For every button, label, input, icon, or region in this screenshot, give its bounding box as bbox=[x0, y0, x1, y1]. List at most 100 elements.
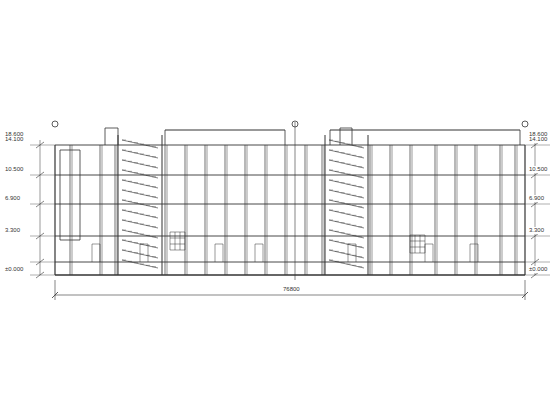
line bbox=[122, 190, 158, 198]
line bbox=[352, 205, 356, 206]
line bbox=[60, 150, 61, 240]
line bbox=[122, 150, 126, 151]
line bbox=[146, 215, 150, 216]
line bbox=[425, 244, 433, 245]
line bbox=[455, 145, 456, 275]
line bbox=[329, 230, 364, 238]
line bbox=[435, 145, 436, 275]
line bbox=[358, 186, 362, 187]
line bbox=[134, 182, 138, 183]
line bbox=[347, 204, 351, 205]
line bbox=[122, 140, 126, 141]
line bbox=[54, 145, 55, 275]
line bbox=[341, 182, 345, 183]
line bbox=[185, 145, 186, 275]
line bbox=[358, 226, 362, 227]
line bbox=[358, 146, 362, 147]
line bbox=[358, 236, 362, 237]
line bbox=[335, 221, 339, 222]
line bbox=[255, 244, 256, 262]
line bbox=[55, 262, 525, 263]
line bbox=[128, 231, 132, 232]
line bbox=[134, 232, 138, 233]
line bbox=[341, 152, 345, 153]
line bbox=[470, 244, 471, 262]
line bbox=[329, 160, 364, 168]
line bbox=[146, 195, 150, 196]
line bbox=[122, 160, 126, 161]
line bbox=[329, 160, 333, 161]
line bbox=[52, 292, 58, 298]
line bbox=[335, 211, 339, 212]
line bbox=[335, 201, 339, 202]
line bbox=[122, 200, 158, 208]
line bbox=[128, 251, 132, 252]
line bbox=[134, 172, 138, 173]
line bbox=[140, 164, 144, 165]
line bbox=[347, 254, 351, 255]
line bbox=[134, 152, 138, 153]
line bbox=[341, 212, 345, 213]
line bbox=[40, 140, 41, 275]
line bbox=[122, 200, 126, 201]
line bbox=[170, 232, 185, 233]
line bbox=[185, 232, 186, 250]
line bbox=[152, 206, 156, 207]
line bbox=[329, 220, 333, 221]
line bbox=[358, 166, 362, 167]
line bbox=[148, 244, 149, 262]
line bbox=[122, 190, 126, 191]
line bbox=[128, 201, 132, 202]
line bbox=[167, 145, 168, 275]
line bbox=[341, 252, 345, 253]
line bbox=[122, 220, 158, 228]
line bbox=[475, 145, 476, 275]
line bbox=[122, 180, 126, 181]
line bbox=[223, 244, 224, 262]
line bbox=[146, 165, 150, 166]
line bbox=[335, 261, 339, 262]
line bbox=[227, 145, 228, 275]
line bbox=[170, 232, 171, 250]
line bbox=[165, 145, 166, 275]
line bbox=[325, 135, 326, 275]
elevation-mark: 10.500 bbox=[528, 166, 548, 173]
line bbox=[525, 275, 550, 276]
line bbox=[60, 150, 80, 151]
line bbox=[146, 235, 150, 236]
line bbox=[335, 151, 339, 152]
line bbox=[122, 210, 126, 211]
line bbox=[352, 175, 356, 176]
line bbox=[247, 145, 248, 275]
line bbox=[30, 175, 55, 176]
line bbox=[165, 130, 285, 131]
line bbox=[329, 140, 364, 148]
section-lines bbox=[30, 121, 550, 300]
line bbox=[322, 145, 323, 275]
line bbox=[117, 145, 118, 275]
line bbox=[358, 256, 362, 257]
line bbox=[140, 254, 144, 255]
line bbox=[128, 171, 132, 172]
line bbox=[437, 145, 438, 275]
line bbox=[329, 200, 364, 208]
line bbox=[60, 240, 80, 241]
line bbox=[140, 154, 144, 155]
line bbox=[152, 196, 156, 197]
line bbox=[329, 150, 333, 151]
line bbox=[140, 264, 144, 265]
line bbox=[329, 220, 364, 228]
line bbox=[347, 264, 351, 265]
line bbox=[352, 195, 356, 196]
line bbox=[329, 190, 364, 198]
line bbox=[152, 166, 156, 167]
elevation-mark: 10.500 bbox=[4, 166, 24, 173]
line bbox=[70, 145, 71, 275]
line bbox=[165, 130, 166, 145]
line bbox=[30, 145, 55, 146]
axis-bubble bbox=[522, 121, 528, 127]
line bbox=[152, 216, 156, 217]
line bbox=[122, 210, 158, 218]
elevation-mark: 14.100 bbox=[4, 136, 24, 143]
line bbox=[140, 204, 144, 205]
